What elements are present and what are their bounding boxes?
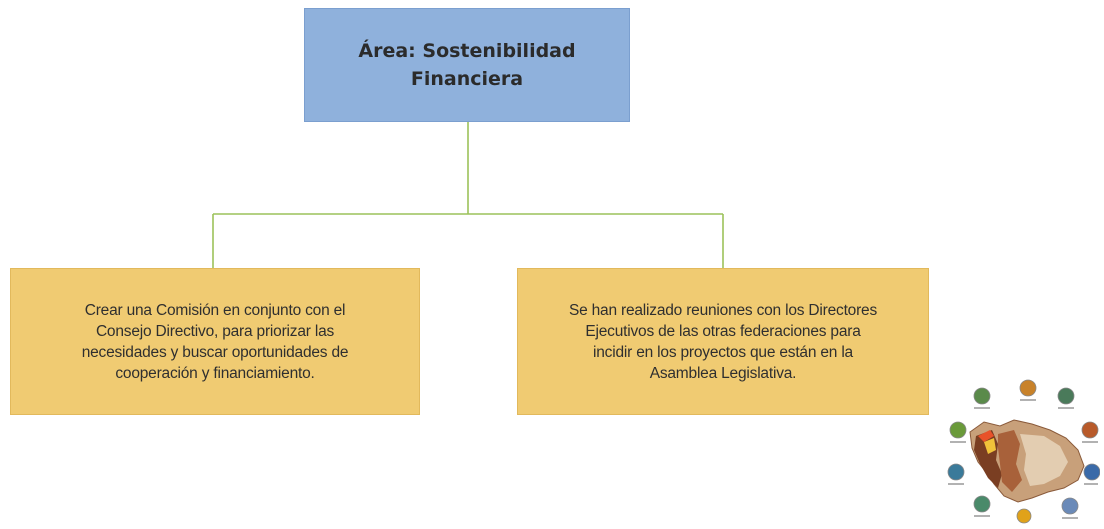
regional-map-emblem-logo <box>947 379 1100 524</box>
child-right-line-4: Asamblea Legislativa. <box>649 364 797 382</box>
map-region-accent <box>978 430 994 442</box>
child-node-left: Crear una Comisión en conjunto con el Co… <box>10 268 420 415</box>
medallion-3 <box>1057 387 1075 405</box>
map-region-mid <box>998 430 1022 492</box>
child-right-line-2: Ejecutivos de las otras federaciones par… <box>585 322 861 340</box>
child-right-line-1: Se han realizado reuniones con los Direc… <box>568 301 878 319</box>
medallion-9 <box>947 463 965 481</box>
map-region-light <box>1020 434 1068 486</box>
root-title-line-1: Área: Sostenibilidad <box>358 40 576 62</box>
child-right-line-3: incidir en los proyectos que están en la <box>593 343 853 361</box>
medallion-4 <box>1081 421 1099 439</box>
child-left-text: Crear una Comisión en conjunto con el Co… <box>30 300 400 384</box>
child-left-line-4: cooperación y financiamiento. <box>115 364 315 382</box>
map-region-yellow <box>984 438 996 454</box>
root-title-line-2: Financiera <box>410 68 524 90</box>
medallion-captions <box>948 399 1098 519</box>
child-left-line-3: necesidades y buscar oportunidades de <box>81 343 349 361</box>
medallion-5 <box>1083 463 1100 481</box>
medallion-10 <box>949 421 967 439</box>
child-left-line-2: Consejo Directivo, para priorizar las <box>95 322 335 340</box>
child-right-text: Se han realizado reuniones con los Direc… <box>538 300 908 384</box>
root-node-title: Área: Sostenibilidad Financiera <box>342 37 592 93</box>
child-node-right: Se han realizado reuniones con los Direc… <box>517 268 929 415</box>
child-left-line-1: Crear una Comisión en conjunto con el <box>84 301 346 319</box>
medallion-2 <box>1019 379 1037 397</box>
medallion-7 <box>1016 508 1032 524</box>
root-node-box: Área: Sostenibilidad Financiera <box>304 8 630 122</box>
medallion-6 <box>1061 497 1079 515</box>
medallion-1 <box>973 387 991 405</box>
medallion-8 <box>973 495 991 513</box>
